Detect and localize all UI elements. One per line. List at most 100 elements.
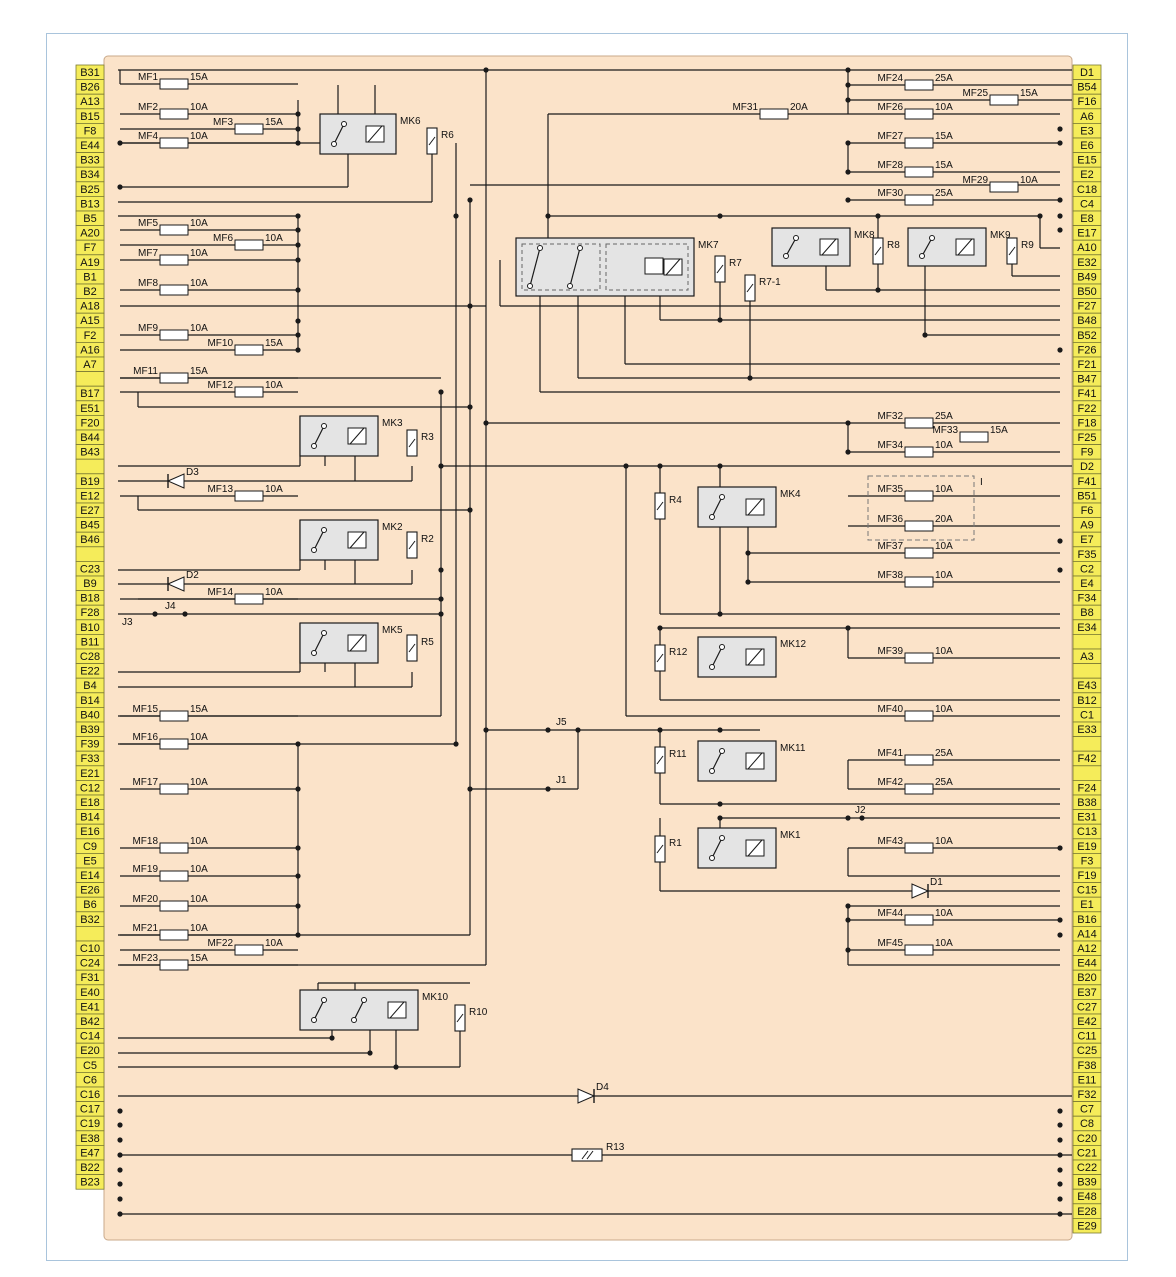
wire-junction	[845, 67, 851, 73]
left-pin-label: E16	[80, 826, 100, 838]
fuse-body	[904, 194, 934, 206]
wire-junction	[1057, 1108, 1063, 1114]
wire-junction	[545, 786, 551, 792]
fuse-rating: 10A	[190, 864, 208, 875]
right-pin-label: C11	[1077, 1031, 1096, 1043]
wire-junction	[845, 903, 851, 909]
left-pin-label: C28	[80, 651, 100, 663]
left-pin-label: A16	[80, 344, 100, 356]
left-pin-label: E12	[80, 490, 100, 502]
right-pin-label: A3	[1080, 651, 1093, 663]
resistor-label: R8	[887, 240, 900, 251]
fuse-label: MF9	[138, 323, 158, 334]
wire-junction	[1057, 917, 1063, 923]
relay-switch	[333, 123, 345, 145]
left-pin-label: F39	[81, 739, 100, 751]
fuse-rating: 10A	[935, 938, 953, 949]
right-pin-label: E6	[1080, 140, 1093, 152]
resistor-r13: R13	[571, 1142, 625, 1162]
relay-switch	[711, 750, 723, 772]
fuse-label: MF15	[132, 704, 158, 715]
right-pin-label: F41	[1078, 476, 1097, 488]
fuse-label: MF3	[213, 117, 233, 128]
fuse-rating: 10A	[190, 218, 208, 229]
resistor-mark	[408, 643, 416, 653]
fuse-rating: 25A	[935, 188, 953, 199]
right-pin-label: E44	[1077, 958, 1097, 970]
left-pin-label: F28	[81, 607, 100, 619]
relay-switch	[313, 632, 325, 654]
left-pin-label: E41	[80, 1001, 100, 1013]
fuse-body	[234, 490, 264, 502]
fuse-label: MF11	[133, 366, 158, 377]
left-pin	[75, 371, 105, 387]
fuse-label: MF22	[207, 938, 233, 949]
fuse-label: MF38	[877, 570, 903, 581]
relay-contact	[321, 630, 327, 636]
right-pin-label: B20	[1077, 972, 1097, 984]
wire-junction	[845, 625, 851, 631]
left-pin-label: B25	[80, 184, 100, 196]
fuse-label: MF24	[877, 73, 903, 84]
relay-contact	[719, 644, 725, 650]
resistor-label: R10	[469, 1007, 488, 1018]
jumper-j2: J2	[855, 805, 866, 816]
relay-coil-line	[747, 752, 763, 770]
right-pin-label: F6	[1081, 505, 1094, 517]
relay-switch	[313, 529, 325, 551]
fuse-rating: 10A	[935, 102, 953, 113]
left-pin-label: B14	[80, 812, 100, 824]
resistor-body	[571, 1148, 603, 1162]
left-pin	[75, 926, 105, 942]
wire-junction	[295, 318, 301, 324]
left-pin-label: A7	[83, 359, 96, 371]
right-pin-label: E43	[1077, 680, 1097, 692]
right-pin-label: F32	[1078, 1089, 1097, 1101]
fuse-body	[959, 431, 989, 443]
wire-junction	[295, 213, 301, 219]
relay-coil-line	[957, 238, 973, 256]
right-pin-label: A14	[1077, 928, 1097, 940]
right-pin-label: B39	[1077, 1177, 1097, 1189]
resistor-r1: R1	[654, 835, 682, 863]
fuse-body	[159, 738, 189, 750]
relay-contact	[719, 748, 725, 754]
relay-switch	[921, 237, 933, 257]
fuse-body	[159, 137, 189, 149]
fuse-rating: 25A	[935, 777, 953, 788]
resistor-r7: R7	[714, 255, 742, 283]
left-pin-label: B11	[81, 636, 100, 648]
wire-junction	[467, 303, 473, 309]
wire-junction	[717, 317, 723, 323]
wire-junction	[117, 1196, 123, 1202]
wire-junction	[467, 507, 473, 513]
fuse-body	[904, 710, 934, 722]
right-pin-label: F16	[1078, 96, 1097, 108]
fuse-label: MF1	[138, 72, 158, 83]
diode-label: D2	[186, 570, 199, 581]
fuse-body	[904, 417, 934, 429]
wire-junction	[859, 815, 865, 821]
fuse-body	[904, 783, 934, 795]
relay-coil-line	[367, 125, 383, 143]
fuse-body	[904, 490, 934, 502]
left-pin	[75, 1174, 105, 1190]
wires	[117, 67, 1072, 1217]
relay-contact	[709, 664, 715, 670]
left-pin-label: F7	[84, 242, 97, 254]
right-pin-label: C27	[1077, 1001, 1097, 1013]
wire-junction	[467, 197, 473, 203]
wire-junction	[152, 611, 158, 617]
left-pin-label: F33	[81, 753, 100, 765]
resistor-label: R9	[1021, 240, 1034, 251]
relay-mk8: MK8	[771, 227, 875, 267]
